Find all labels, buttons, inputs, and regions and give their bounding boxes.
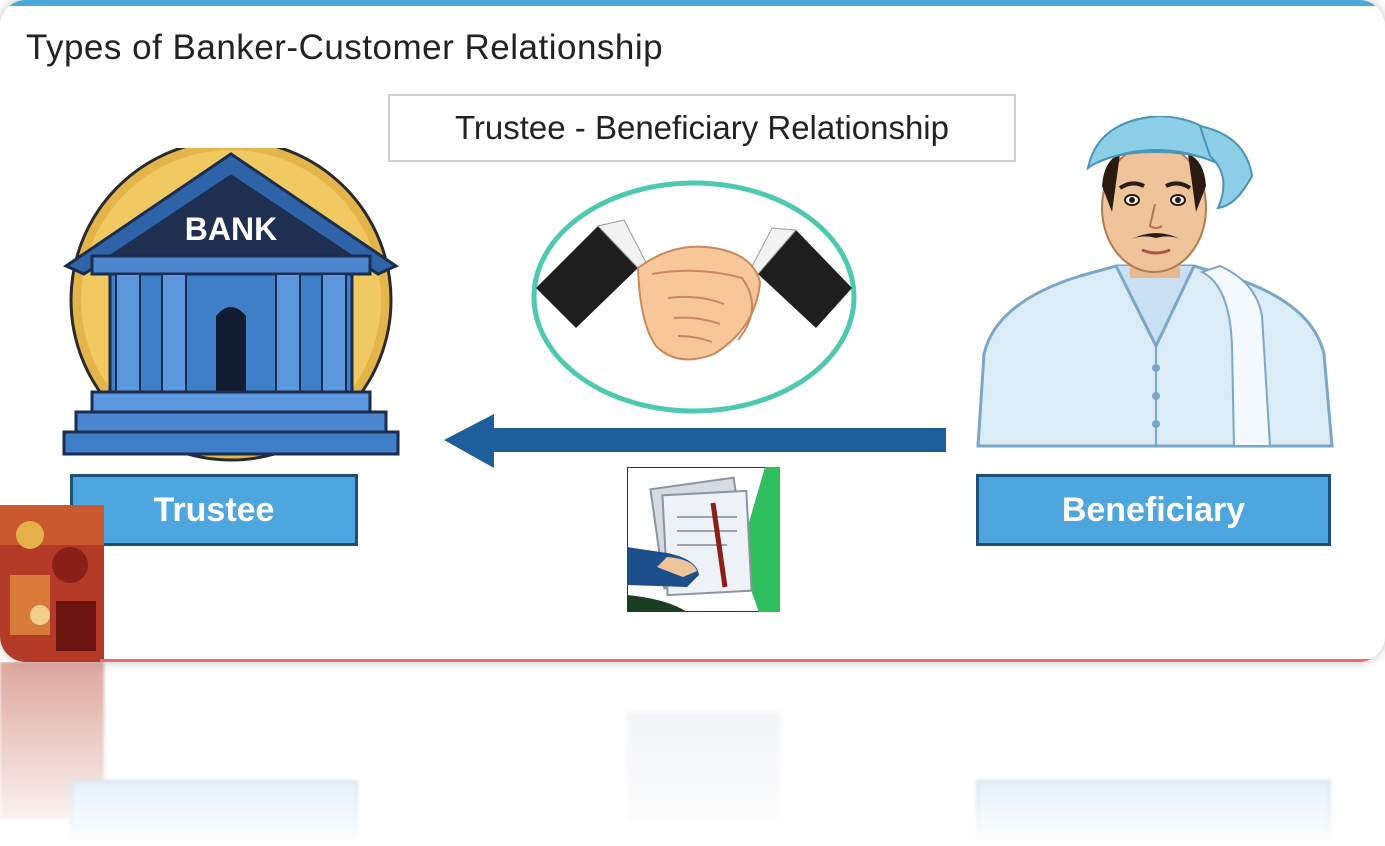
bank-icon: BANK: [62, 148, 400, 462]
top-accent-bar: [0, 0, 1385, 6]
reflection-document: [627, 712, 780, 822]
beneficiary-person-icon: [976, 116, 1334, 448]
slide-card: Types of Banker-Customer Relationship Tr…: [0, 0, 1385, 662]
page-title: Types of Banker-Customer Relationship: [26, 28, 664, 67]
handshake-icon: [531, 180, 857, 414]
reflection-beneficiary-box: [976, 780, 1331, 840]
trustee-label-box: Trustee: [70, 474, 358, 546]
document-signing-icon: [627, 467, 780, 612]
beneficiary-label-box: Beneficiary: [976, 474, 1331, 546]
arrow-left-icon: [444, 414, 946, 468]
bottom-accent-line: [100, 659, 1385, 662]
card-reflection: [0, 662, 1385, 846]
reflection-trustee-box: [70, 780, 358, 840]
beneficiary-label: Beneficiary: [1061, 490, 1246, 529]
trustee-label: Trustee: [153, 490, 275, 529]
bank-sign: BANK: [185, 211, 277, 247]
relationship-type-box: Trustee - Beneficiary Relationship: [388, 94, 1016, 162]
relationship-type-label: Trustee - Beneficiary Relationship: [454, 109, 949, 146]
decorative-photo-thumbnail: [0, 505, 104, 662]
